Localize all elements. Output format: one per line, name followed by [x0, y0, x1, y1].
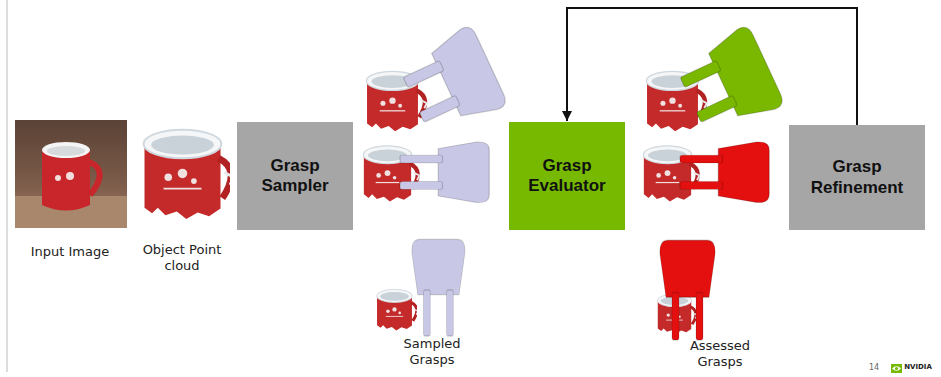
gripper: [412, 239, 465, 336]
page-number: 14: [864, 363, 884, 373]
caption-label: Assessed Grasps: [675, 338, 765, 371]
gripper: [400, 142, 489, 203]
caption-label: Sampled Grasps: [387, 336, 477, 369]
point-cloud: [643, 146, 699, 202]
caption-label: Input Image: [15, 244, 125, 260]
point-cloud: [363, 146, 419, 202]
process-box: Grasp Sampler: [237, 122, 353, 230]
logo-text: NVIDIA: [901, 363, 935, 372]
point-cloud: [144, 130, 234, 219]
input-photo: [15, 120, 127, 228]
process-box: Grasp Evaluator: [509, 122, 625, 230]
feedback-arrow: [567, 8, 857, 125]
caption-label: Object Point cloud: [127, 242, 237, 275]
node-title: Grasp Sampler: [237, 156, 353, 197]
gripper: [395, 24, 508, 140]
logo-eye: [891, 364, 902, 373]
process-box: Grasp Refinement: [789, 125, 925, 230]
point-cloud: [377, 289, 418, 330]
gripper: [660, 240, 715, 340]
gripper: [672, 24, 785, 140]
node-title: Grasp Refinement: [789, 157, 925, 198]
node-title: Grasp Evaluator: [509, 156, 625, 197]
gripper: [680, 142, 769, 203]
